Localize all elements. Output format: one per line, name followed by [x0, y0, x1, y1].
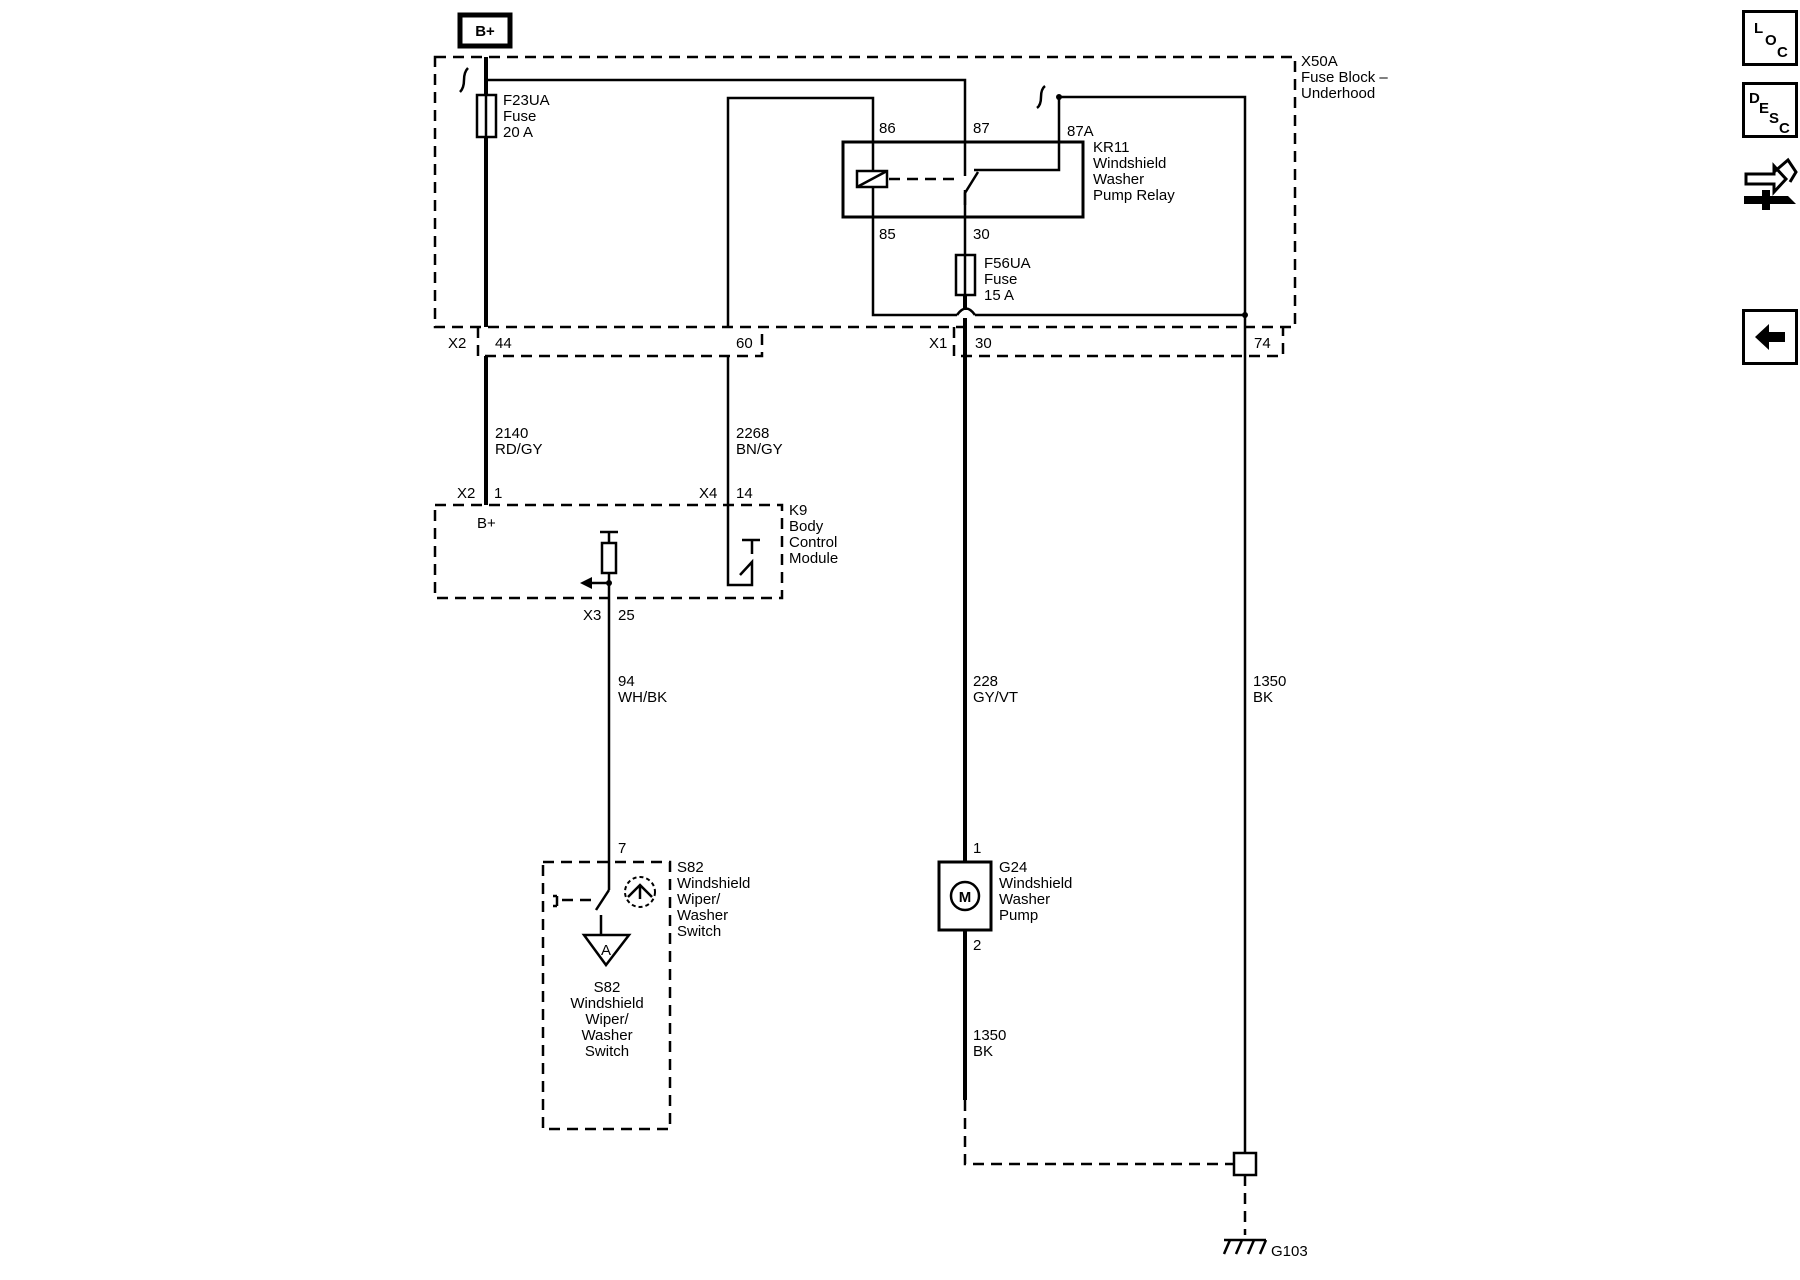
body-control-module-k9: X2 1 X4 14 B+ K9 Body Control Module X3 … — [433, 485, 838, 624]
svg-text:87A: 87A — [1067, 123, 1094, 140]
svg-text:87: 87 — [973, 120, 990, 137]
svg-text:O: O — [1765, 32, 1777, 49]
svg-text:85: 85 — [879, 226, 896, 243]
svg-text:A: A — [601, 942, 611, 959]
connector-x2: X2 44 60 — [448, 327, 764, 358]
svg-text:X2: X2 — [448, 335, 466, 352]
svg-text:2268: 2268 — [736, 425, 769, 442]
wire-1350-pump: 1350 BK — [963, 930, 1235, 1166]
svg-text:Washer: Washer — [1093, 171, 1144, 188]
svg-text:1350: 1350 — [973, 1027, 1006, 1044]
description-button[interactable]: D E S C — [1742, 82, 1798, 138]
svg-text:Underhood: Underhood — [1301, 85, 1375, 102]
fuse-block-internal-wiring — [459, 57, 1248, 327]
svg-text:X2: X2 — [457, 485, 475, 502]
svg-text:B+: B+ — [475, 23, 495, 40]
switch-s82: 7 S82 Windshield Wiper/ Washer Switch A … — [541, 840, 750, 1131]
svg-text:GY/VT: GY/VT — [973, 689, 1018, 706]
svg-text:44: 44 — [495, 335, 512, 352]
wire-228: 228 GY/VT — [963, 318, 1018, 862]
svg-text:7: 7 — [618, 840, 626, 857]
wire-94: 94 WH/BK — [607, 598, 667, 890]
svg-text:D: D — [1749, 90, 1760, 107]
svg-text:L: L — [1754, 20, 1763, 37]
svg-text:BN/GY: BN/GY — [736, 441, 783, 458]
washer-pump-g24: 1 M 2 G24 Windshield Washer Pump — [937, 840, 1072, 954]
svg-text:S: S — [1769, 110, 1779, 127]
fuse-f56ua: F56UA Fuse 15 A — [954, 253, 1031, 310]
wire-1350-ground: 1350 BK — [1243, 327, 1286, 1090]
svg-text:Windshield: Windshield — [677, 875, 750, 892]
svg-text:G103: G103 — [1271, 1243, 1308, 1260]
ground-g103: G103 — [1222, 1090, 1308, 1260]
svg-text:20 A: 20 A — [503, 124, 533, 141]
svg-text:Washer: Washer — [999, 891, 1050, 908]
svg-text:Pump Relay: Pump Relay — [1093, 187, 1175, 204]
svg-text:Module: Module — [789, 550, 838, 567]
svg-text:228: 228 — [973, 673, 998, 690]
svg-text:Washer: Washer — [581, 1027, 632, 1044]
svg-text:BK: BK — [1253, 689, 1273, 706]
svg-text:30: 30 — [973, 226, 990, 243]
svg-text:Wiper/: Wiper/ — [585, 1011, 629, 1028]
svg-text:Wiper/: Wiper/ — [677, 891, 721, 908]
svg-text:F56UA: F56UA — [984, 255, 1031, 272]
battery-power-label: B+ — [457, 12, 513, 49]
svg-text:Body: Body — [789, 518, 824, 535]
svg-text:WH/BK: WH/BK — [618, 689, 667, 706]
svg-text:94: 94 — [618, 673, 635, 690]
svg-text:15 A: 15 A — [984, 287, 1014, 304]
svg-text:25: 25 — [618, 607, 635, 624]
svg-text:K9: K9 — [789, 502, 807, 519]
svg-text:1: 1 — [973, 840, 981, 857]
svg-text:Switch: Switch — [677, 923, 721, 940]
svg-text:KR11: KR11 — [1093, 139, 1129, 156]
svg-text:Switch: Switch — [585, 1043, 629, 1060]
svg-text:C: C — [1777, 44, 1788, 61]
svg-text:X4: X4 — [699, 485, 717, 502]
svg-text:F23UA: F23UA — [503, 92, 550, 109]
svg-text:Windshield: Windshield — [999, 875, 1072, 892]
svg-text:G24: G24 — [999, 859, 1027, 876]
svg-text:2140: 2140 — [495, 425, 528, 442]
svg-text:BK: BK — [973, 1043, 993, 1060]
svg-text:86: 86 — [879, 120, 896, 137]
back-arrow-button[interactable] — [1742, 309, 1798, 365]
svg-text:B+: B+ — [477, 515, 496, 532]
svg-text:60: 60 — [736, 335, 753, 352]
svg-text:RD/GY: RD/GY — [495, 441, 543, 458]
svg-text:Washer: Washer — [677, 907, 728, 924]
svg-text:30: 30 — [975, 335, 992, 352]
relay-kr11: 86 87 87A 85 30 KR11 Windshield Washer P… — [841, 120, 1175, 243]
svg-text:Fuse: Fuse — [984, 271, 1017, 288]
connector-x1: X1 30 74 — [929, 327, 1285, 358]
fuse-block-x50a: X50A Fuse Block – Underhood — [433, 53, 1388, 329]
svg-text:S82: S82 — [677, 859, 704, 876]
svg-text:M: M — [959, 889, 972, 906]
svg-text:S82: S82 — [594, 979, 621, 996]
svg-text:C: C — [1779, 120, 1790, 135]
svg-text:X3: X3 — [583, 607, 601, 624]
svg-text:Pump: Pump — [999, 907, 1038, 924]
fuse-f23ua: F23UA Fuse 20 A — [475, 92, 550, 141]
svg-text:Windshield: Windshield — [570, 995, 643, 1012]
connector-end-view-icon[interactable] — [1740, 152, 1800, 222]
svg-text:Fuse: Fuse — [503, 108, 536, 125]
svg-text:X1: X1 — [929, 335, 947, 352]
svg-text:1350: 1350 — [1253, 673, 1286, 690]
wire-2140: 2140 RD/GY — [484, 356, 543, 505]
location-button[interactable]: L O C — [1742, 10, 1798, 66]
svg-text:Control: Control — [789, 534, 837, 551]
svg-text:X50A: X50A — [1301, 53, 1338, 70]
svg-text:14: 14 — [736, 485, 753, 502]
svg-text:Windshield: Windshield — [1093, 155, 1166, 172]
svg-text:E: E — [1759, 100, 1769, 117]
svg-text:1: 1 — [494, 485, 502, 502]
svg-text:74: 74 — [1254, 335, 1271, 352]
wire-2268: 2268 BN/GY — [726, 356, 783, 505]
svg-text:2: 2 — [973, 937, 981, 954]
svg-text:Fuse Block –: Fuse Block – — [1301, 69, 1388, 86]
